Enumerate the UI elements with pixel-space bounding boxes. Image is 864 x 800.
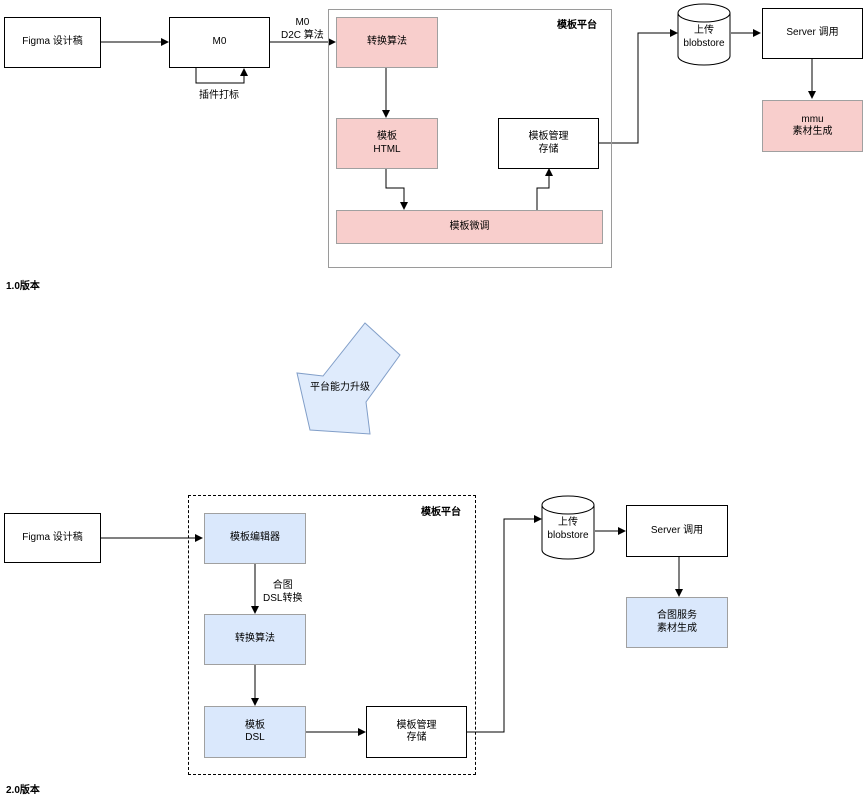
- platform-container-v1: [328, 9, 612, 268]
- server-call-node-v1[interactable]: Server 调用: [762, 8, 863, 59]
- template-editor-node[interactable]: 模板编辑器: [204, 513, 306, 564]
- d2c-edge-label: M0 D2C 算法: [281, 17, 324, 41]
- blobstore-upload-node-v2[interactable]: 上传 blobstore: [541, 495, 595, 560]
- dsl-convert-edge-label: 合图 DSL转换: [263, 580, 303, 604]
- blobstore-label-v2: 上传 blobstore: [547, 517, 589, 541]
- platform-title-v1: 模板平台: [557, 20, 597, 31]
- database-cylinder-icon: [541, 495, 595, 560]
- merge-service-node[interactable]: 合图服务 素材生成: [626, 597, 728, 648]
- m0-node[interactable]: M0: [169, 17, 270, 68]
- edge-manage2-to-upload: [467, 515, 542, 733]
- blobstore-label-v1: 上传 blobstore: [683, 25, 725, 49]
- platform-container-v2: [188, 495, 476, 775]
- template-finetune-node[interactable]: 模板微调: [336, 210, 603, 244]
- server-call-node-v2[interactable]: Server 调用: [626, 505, 728, 557]
- database-cylinder-icon: [677, 3, 731, 66]
- template-html-node[interactable]: 模板 HTML: [336, 118, 438, 169]
- plugin-tag-label: 插件打标: [199, 90, 239, 103]
- template-manage-node-v1[interactable]: 模板管理 存储: [498, 118, 599, 169]
- version-label-v2: 2.0版本: [6, 785, 40, 796]
- platform-title-v2: 模板平台: [421, 507, 461, 518]
- blobstore-upload-node-v1[interactable]: 上传 blobstore: [677, 3, 731, 66]
- template-manage-node-v2[interactable]: 模板管理 存储: [366, 706, 467, 758]
- convert-algorithm-node-v1[interactable]: 转换算法: [336, 17, 438, 68]
- figma-design-node-v2[interactable]: Figma 设计稿: [4, 513, 101, 563]
- mmu-asset-node[interactable]: mmu 素材生成: [762, 100, 863, 152]
- edge-m0-self-loop: [195, 68, 248, 84]
- edge-html-to-finetune: [385, 168, 408, 210]
- edge-manage-to-upload: [599, 29, 678, 144]
- figma-design-node-v1[interactable]: Figma 设计稿: [4, 17, 101, 68]
- convert-algorithm-node-v2[interactable]: 转换算法: [204, 614, 306, 665]
- edge-finetune-to-manage: [536, 168, 553, 210]
- upgrade-arrow: [296, 322, 401, 435]
- template-dsl-node[interactable]: 模板 DSL: [204, 706, 306, 758]
- version-label-v1: 1.0版本: [6, 281, 40, 292]
- upgrade-label: 平台能力升级: [310, 382, 370, 393]
